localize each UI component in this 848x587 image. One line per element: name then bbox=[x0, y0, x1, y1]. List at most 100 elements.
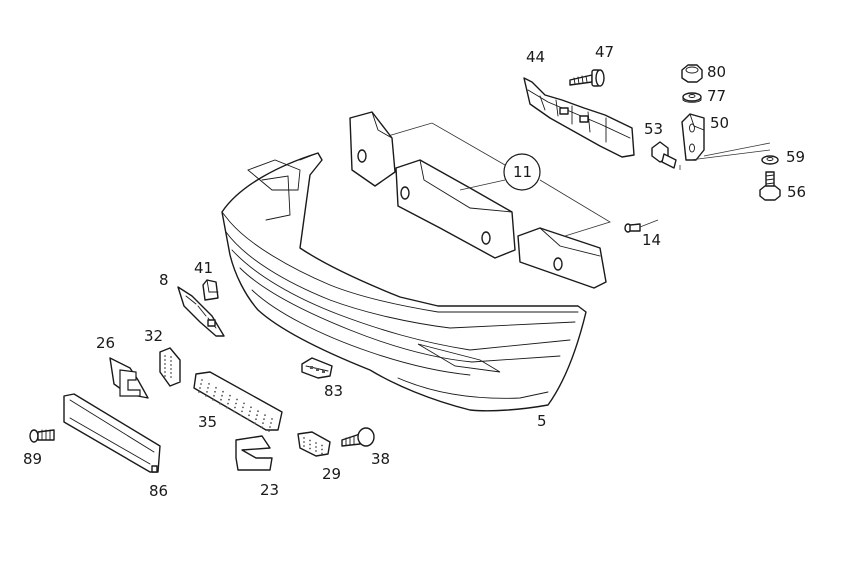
perforation-dot bbox=[255, 418, 257, 421]
perforation-dot bbox=[263, 418, 265, 420]
clip-53[interactable] bbox=[651, 141, 677, 169]
cover-29[interactable] bbox=[297, 431, 331, 457]
nut-80[interactable] bbox=[681, 64, 703, 83]
perforation-dot bbox=[242, 406, 244, 409]
perforation-dot bbox=[269, 426, 271, 428]
washer-59[interactable] bbox=[761, 155, 779, 165]
callout-50: 50 bbox=[710, 114, 729, 132]
perforation-dot bbox=[248, 414, 250, 417]
callout-83: 83 bbox=[324, 382, 343, 400]
perforation-dot bbox=[170, 368, 172, 370]
perforation-dot bbox=[164, 371, 166, 373]
perforation-dot bbox=[321, 448, 323, 451]
callout-35: 35 bbox=[198, 413, 217, 431]
perforation-dot bbox=[240, 414, 242, 417]
mounting-rail[interactable] bbox=[523, 77, 635, 158]
callout-29: 29 bbox=[322, 465, 341, 483]
screw-14[interactable] bbox=[624, 223, 641, 233]
clip-83[interactable] bbox=[301, 357, 333, 379]
callout-89: 89 bbox=[23, 450, 42, 468]
callout-26: 26 bbox=[96, 334, 115, 352]
callout-53: 53 bbox=[644, 120, 663, 138]
callout-14: 14 bbox=[642, 231, 661, 249]
grille-35[interactable] bbox=[193, 371, 283, 432]
perforation-dot bbox=[309, 447, 311, 450]
perforation-dot bbox=[236, 398, 238, 401]
perforation-dot bbox=[249, 410, 251, 413]
perforation-dot bbox=[170, 364, 172, 366]
perforation-dot bbox=[229, 394, 231, 397]
perforation-dot bbox=[170, 372, 172, 374]
callout-11-circle bbox=[503, 153, 541, 191]
callout-77: 77 bbox=[707, 87, 726, 105]
perforation-dot bbox=[164, 363, 166, 365]
perforation-dot bbox=[227, 402, 229, 405]
screw-47[interactable] bbox=[569, 69, 605, 87]
perforation-dot bbox=[303, 437, 305, 439]
perforation-dot bbox=[170, 356, 172, 358]
bracket-8[interactable] bbox=[177, 286, 225, 337]
bracket-50[interactable] bbox=[681, 113, 705, 161]
washer-77[interactable] bbox=[682, 92, 702, 103]
perforation-dot bbox=[205, 395, 207, 397]
perforation-dot bbox=[213, 394, 215, 397]
perforation-dot bbox=[164, 359, 166, 361]
perforation-dot bbox=[234, 406, 236, 409]
perforation-dot bbox=[262, 422, 264, 424]
perforation-dot bbox=[201, 379, 203, 381]
perforation-dot bbox=[315, 450, 317, 452]
callout-59: 59 bbox=[786, 148, 805, 166]
license-plate-bracket[interactable] bbox=[63, 393, 161, 473]
perforation-dot bbox=[206, 391, 208, 393]
callout-56: 56 bbox=[787, 183, 806, 201]
perforation-dot bbox=[222, 390, 224, 393]
bolt-56[interactable] bbox=[759, 171, 781, 201]
callout-38: 38 bbox=[371, 450, 390, 468]
callout-44: 44 bbox=[526, 48, 545, 66]
perforation-dot bbox=[321, 452, 323, 455]
perforation-dot bbox=[214, 390, 216, 393]
screw-38[interactable] bbox=[341, 427, 375, 447]
perforation-dot bbox=[270, 422, 272, 424]
perforation-dot bbox=[208, 383, 210, 385]
perforation-dot bbox=[261, 426, 263, 428]
perforation-dot bbox=[170, 376, 172, 378]
callout-23: 23 bbox=[260, 481, 279, 499]
callout-11: 11 bbox=[513, 163, 532, 181]
callout-41: 41 bbox=[194, 259, 213, 277]
perforation-dot bbox=[264, 414, 266, 416]
perforation-dot bbox=[247, 418, 249, 421]
cover-32[interactable] bbox=[159, 347, 181, 387]
clip-23[interactable] bbox=[235, 435, 273, 471]
perforation-dot bbox=[207, 387, 209, 389]
perforation-dot bbox=[164, 375, 166, 377]
perforation-dot bbox=[309, 439, 311, 442]
callout-8: 8 bbox=[159, 271, 169, 289]
perforation-dot bbox=[268, 430, 270, 432]
impact-absorber-middle[interactable] bbox=[395, 159, 516, 259]
impact-absorber-left[interactable] bbox=[349, 111, 396, 187]
perforation-dot bbox=[321, 444, 323, 447]
clip-41[interactable] bbox=[202, 279, 219, 301]
perforation-dot bbox=[309, 443, 311, 446]
bumper-cover[interactable] bbox=[221, 152, 587, 412]
perforation-dot bbox=[212, 398, 214, 401]
perforation-dot bbox=[164, 367, 166, 369]
perforation-dot bbox=[199, 387, 201, 389]
perforation-dot bbox=[235, 402, 237, 405]
perforation-dot bbox=[315, 442, 317, 444]
perforation-dot bbox=[257, 410, 259, 413]
seal-26[interactable] bbox=[109, 357, 149, 399]
perforation-dot bbox=[254, 422, 256, 425]
impact-absorber-right[interactable] bbox=[517, 227, 607, 289]
perforation-dot bbox=[164, 355, 166, 357]
perforation-dot bbox=[198, 391, 200, 393]
screw-89[interactable] bbox=[29, 429, 55, 443]
perforation-dot bbox=[271, 418, 273, 420]
perforation-dot bbox=[243, 402, 245, 405]
perforation-dot bbox=[200, 383, 202, 385]
callout-32: 32 bbox=[144, 327, 163, 345]
perforation-dot bbox=[256, 414, 258, 417]
